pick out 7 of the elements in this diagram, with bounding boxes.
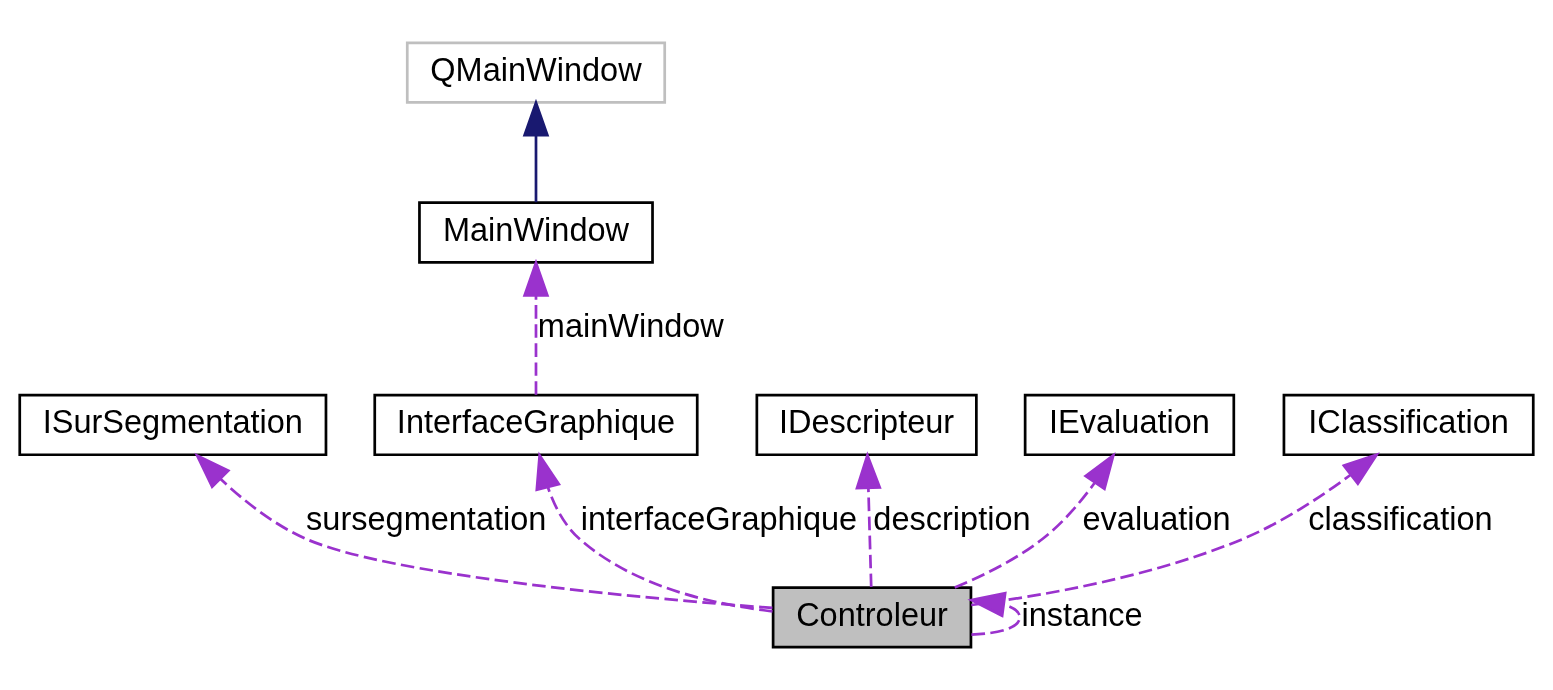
edge-label: classification (1308, 500, 1493, 537)
edge-label: mainWindow (537, 308, 724, 345)
edge-label: description (873, 500, 1031, 537)
edge-label: sursegmentation (306, 500, 547, 537)
edge-label: evaluation (1082, 500, 1231, 537)
edge-label: interfaceGraphique (580, 500, 858, 537)
edge-label: instance (1021, 596, 1143, 633)
